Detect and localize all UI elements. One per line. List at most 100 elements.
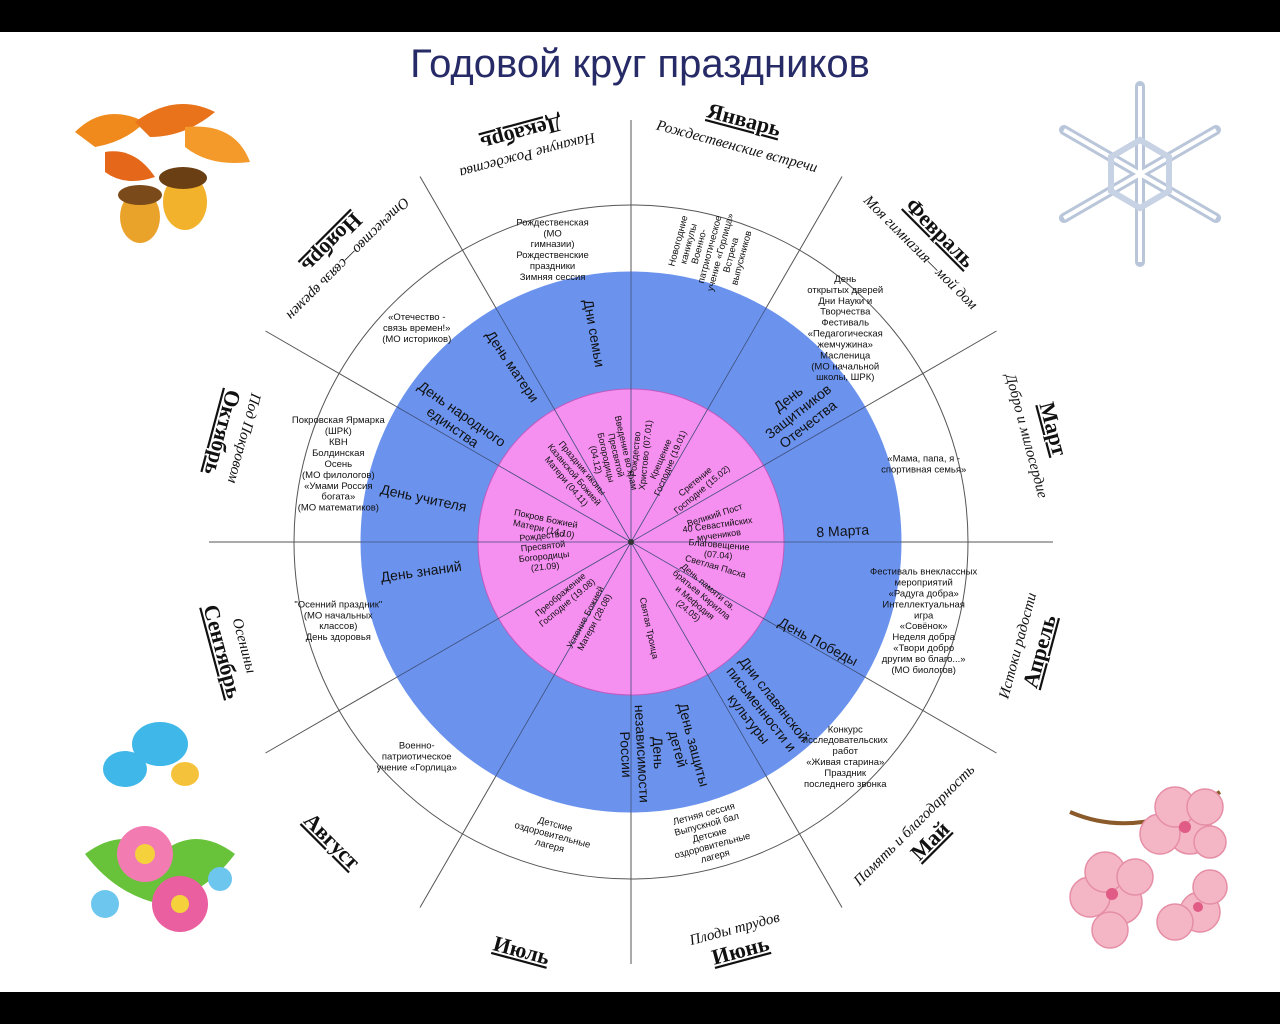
outer-event-line: «Отечество -	[388, 312, 445, 323]
outer-event-line: «Живая старина»	[806, 757, 884, 768]
outer-event-line: Осень	[325, 459, 353, 470]
page-title: Годовой круг праздников	[410, 42, 870, 86]
outer-event-line: жемчужина»	[818, 339, 873, 350]
outer-event-line: Неделя добра	[892, 632, 955, 643]
center-dot	[628, 539, 634, 545]
outer-event-line: (МО начальной	[811, 361, 879, 372]
outer-event-line: (МО математиков)	[298, 503, 379, 514]
inner-holiday: Благовещение(07.04)	[687, 537, 750, 563]
outer-event-line: Зимняя сессия	[520, 272, 586, 283]
outer-event-line: Военно-	[399, 741, 435, 752]
outer-event-line: открытых дверей	[807, 285, 883, 296]
butterfly-flowers-icon	[85, 722, 235, 932]
outer-event-line: "Осенний праздник"	[294, 599, 382, 610]
month-divider	[419, 176, 497, 309]
outer-event-line: День	[834, 274, 856, 285]
outer-event-line: гимназии)	[531, 239, 575, 250]
inner-holiday-line: Рождество	[519, 529, 565, 544]
month-label: Август	[299, 808, 365, 874]
inner-holiday-line: Рождество	[628, 431, 643, 477]
outer-event-line: мероприятий	[895, 578, 953, 589]
outer-event-line: патриотическое	[382, 752, 452, 763]
outer-event-line: «Мама, папа, я -	[887, 453, 960, 464]
outer-event-line: (ШРК)	[325, 426, 352, 437]
outer-event-line: учение «Горлица»	[377, 763, 457, 774]
outer-event-line: Интеллектуальная	[882, 599, 964, 610]
month-divider	[265, 676, 398, 754]
outer-event-line: другим во благо...»	[882, 654, 966, 665]
outer-event-line: (МО начальных	[304, 610, 373, 621]
outer-event-line: Творчества	[820, 307, 871, 318]
oak-leaves-acorns-icon	[75, 104, 250, 243]
inner-divider	[495, 307, 632, 543]
outer-event-line: КВН	[329, 437, 348, 448]
slide: Годовой круг праздников	[0, 32, 1280, 992]
month-divider	[765, 775, 843, 908]
outer-event-line: спортивная семья»	[881, 464, 966, 475]
outer-event-line: Конкурс	[828, 724, 863, 735]
outer-event-line: работ	[833, 746, 859, 757]
outer-event-line: Рождественские	[516, 250, 588, 261]
inner-holiday-line: (07.04)	[704, 549, 733, 561]
outer-event-line: Фестиваль внеклассных	[870, 567, 978, 578]
month-divider	[864, 676, 997, 754]
inner-divider	[396, 406, 632, 543]
outer-event-line: школы, ШРК)	[816, 372, 874, 383]
middle-holiday-line: независимости	[632, 704, 653, 803]
inner-holiday-line: (21.09)	[530, 560, 559, 573]
outer-event-line: (МО историков)	[382, 334, 451, 345]
outer-event-line: «Педагогическая	[808, 329, 883, 340]
outer-event: «Отечество -связь времен!»(МО историков)	[382, 312, 451, 345]
outer-event-line: «Радуга добра»	[889, 588, 959, 599]
month-divider	[265, 330, 398, 408]
outer-event-line: Дни Науки и	[818, 296, 872, 307]
outer-event-line: исследовательских	[803, 735, 888, 746]
outer-event-line: (МО биологов)	[891, 665, 956, 676]
snowflake-icon	[1059, 81, 1221, 267]
outer-event-line: «Твори добро	[893, 643, 954, 654]
outer-event-line: Покровская Ярмарка	[292, 415, 386, 426]
inner-divider	[630, 541, 866, 678]
outer-event-line: Фестиваль	[821, 318, 869, 329]
outer-event-line: богата»	[321, 492, 355, 503]
middle-holiday-line: День	[649, 736, 667, 769]
month-label: Июль	[491, 931, 553, 970]
outer-event-line: (МО филологов)	[302, 470, 375, 481]
inner-holiday: РождествоПресвятойБогородицы(21.09)	[516, 528, 571, 574]
outer-event-line: Праздник	[824, 768, 867, 779]
inner-divider	[630, 406, 866, 543]
middle-holiday: ДеньнезависимостиРоссии	[616, 703, 669, 804]
inner-divider	[630, 541, 767, 777]
outer-event-line: «Совёнок»	[900, 621, 948, 632]
outer-event-line: (МО	[543, 228, 561, 239]
middle-holiday-line: России	[617, 731, 635, 778]
blossom-icon	[1069, 786, 1228, 949]
outer-event-line: праздники	[530, 261, 575, 272]
middle-holiday: 8 Марта	[816, 521, 870, 540]
outer-event-line: Болдинская	[312, 448, 365, 459]
inner-holiday-line: Пресвятой	[520, 539, 565, 554]
outer-event-line: День здоровья	[306, 632, 371, 643]
outer-event-line: последнего звонка	[804, 779, 887, 790]
month-divider	[765, 176, 843, 309]
outer-event-line: классов)	[319, 621, 357, 632]
outer-event-line: Рождественская	[516, 217, 588, 228]
outer-event-line: связь времен!»	[383, 323, 450, 334]
outer-event: «Мама, папа, я -спортивная семья»	[881, 453, 966, 475]
month-divider	[864, 330, 997, 408]
outer-event-line: игра	[914, 610, 934, 621]
month-label: Март	[1034, 399, 1072, 458]
inner-divider	[396, 541, 632, 678]
outer-event-line: Масленица	[820, 350, 871, 361]
inner-divider	[495, 541, 632, 777]
month-divider	[419, 775, 497, 908]
middle-holiday-line: 8 Марта	[816, 521, 870, 540]
